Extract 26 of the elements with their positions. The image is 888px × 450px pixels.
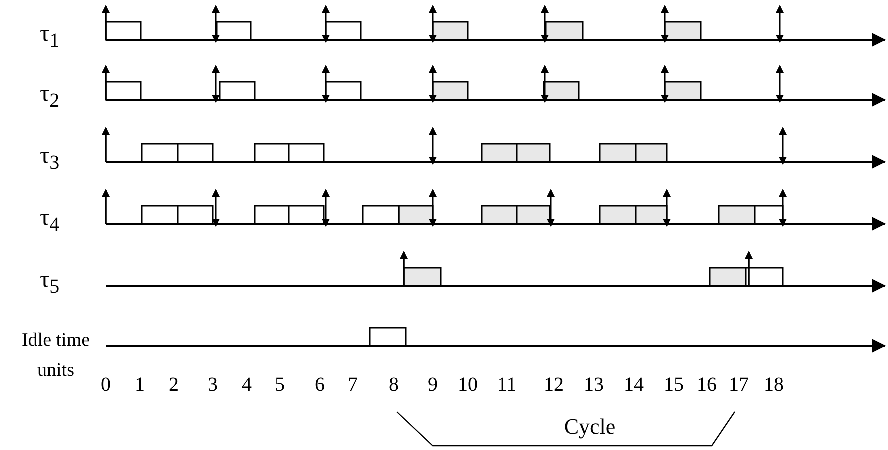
tick-label: 8 <box>389 375 399 395</box>
tick-label: 12 <box>544 375 564 395</box>
cycle-label: Cycle <box>564 416 616 438</box>
tick-label: 1 <box>135 375 145 395</box>
tick-label: 9 <box>428 375 438 395</box>
tick-label: 2 <box>169 375 179 395</box>
tick-label: 14 <box>624 375 644 395</box>
tick-label: 11 <box>497 375 517 395</box>
tick-label: 3 <box>208 375 218 395</box>
tick-label: 4 <box>242 375 252 395</box>
tick-label: 10 <box>458 375 478 395</box>
tick-label: 13 <box>584 375 604 395</box>
tick-label: 6 <box>315 375 325 395</box>
task-label: τ$_{4}$ <box>40 206 60 235</box>
tick-label: 5 <box>275 375 285 395</box>
row-label: Idle time units <box>20 329 92 383</box>
task-label: τ$_{3}$ <box>40 144 60 173</box>
tick-label: 15 <box>664 375 684 395</box>
tick-label: 17 <box>729 375 749 395</box>
tick-label: 16 <box>697 375 717 395</box>
tick-label: 7 <box>348 375 358 395</box>
tick-label: 0 <box>101 375 111 395</box>
tick-label: 18 <box>764 375 784 395</box>
task-label: τ$_{1}$ <box>40 22 60 51</box>
task-label: τ$_{5}$ <box>40 268 60 297</box>
task-label: τ$_{2}$ <box>40 82 60 111</box>
